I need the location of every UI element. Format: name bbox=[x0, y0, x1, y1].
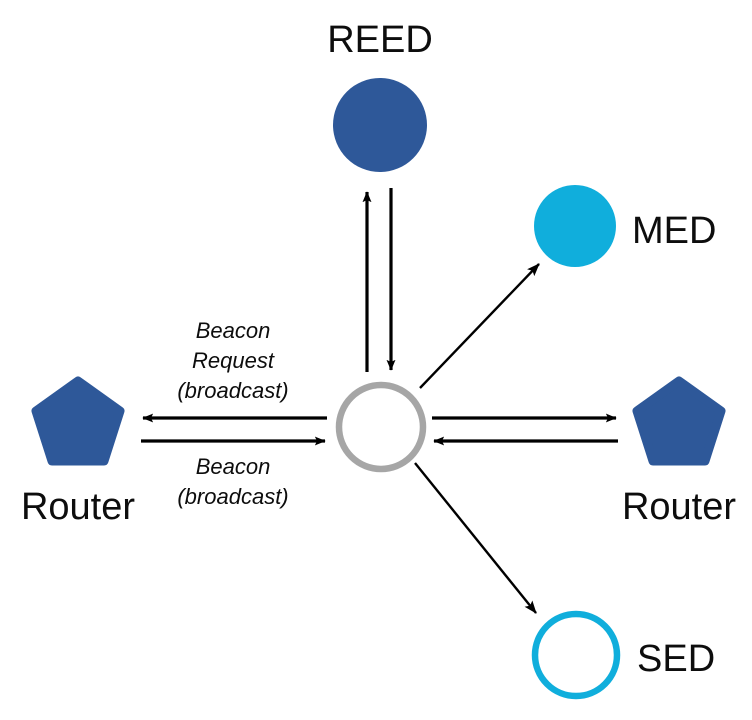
node-layer bbox=[31, 78, 726, 700]
beacon-request-line-2: Request bbox=[192, 348, 275, 373]
router-right-pentagon-icon[interactable] bbox=[632, 376, 726, 466]
node-router-left[interactable] bbox=[31, 376, 125, 466]
node-label-reed: REED bbox=[327, 19, 433, 61]
edge-label-layer: Beacon Request (broadcast) Beacon (broad… bbox=[177, 318, 288, 509]
arrow-leader-to-sed[interactable] bbox=[414, 462, 537, 614]
node-sed[interactable] bbox=[531, 610, 621, 700]
node-router-right[interactable] bbox=[632, 376, 726, 466]
node-label-med: MED bbox=[632, 210, 716, 252]
edge-layer bbox=[141, 188, 618, 614]
node-leader[interactable] bbox=[335, 381, 427, 473]
beacon-label: Beacon (broadcast) bbox=[177, 454, 288, 509]
router-left-pentagon-icon[interactable] bbox=[31, 376, 125, 466]
med-circle-icon[interactable] bbox=[534, 185, 616, 267]
node-label-sed: SED bbox=[637, 638, 715, 680]
beacon-request-line-3: (broadcast) bbox=[177, 378, 288, 403]
node-reed[interactable] bbox=[333, 78, 427, 172]
beacon-line-1: Beacon bbox=[196, 454, 271, 479]
node-label-layer: REED MED SED Router Router bbox=[21, 19, 736, 680]
beacon-line-2: (broadcast) bbox=[177, 484, 288, 509]
node-label-router-left: Router bbox=[21, 486, 135, 528]
node-label-router-right: Router bbox=[622, 486, 736, 528]
sed-ring-icon[interactable] bbox=[531, 610, 621, 700]
beacon-request-line-1: Beacon bbox=[196, 318, 271, 343]
reed-circle-icon[interactable] bbox=[333, 78, 427, 172]
leader-ring-icon[interactable] bbox=[335, 381, 427, 473]
arrow-leader-to-med[interactable] bbox=[419, 263, 540, 389]
beacon-request-label: Beacon Request (broadcast) bbox=[177, 318, 288, 403]
node-med[interactable] bbox=[534, 185, 616, 267]
